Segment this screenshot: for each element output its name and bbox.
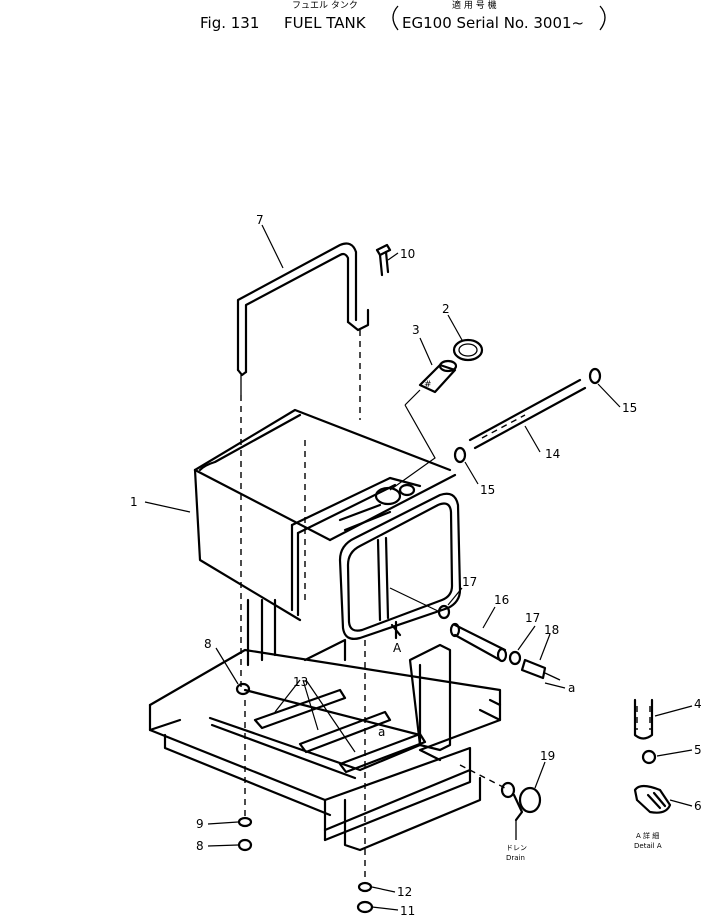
bolt-centerline-left bbox=[240, 395, 246, 820]
nut-upper-8 bbox=[235, 682, 251, 696]
callout-2: 2 bbox=[442, 302, 450, 316]
callout-8-upper: 8 bbox=[204, 637, 212, 651]
callout-12: 12 bbox=[397, 885, 412, 899]
nut-lower-8 bbox=[237, 838, 253, 852]
elbow-fitting bbox=[520, 658, 561, 681]
callout-19: 19 bbox=[540, 749, 555, 763]
detail-a-tube bbox=[633, 698, 654, 740]
callout-3: 3 bbox=[412, 323, 420, 337]
callout-17-left: 17 bbox=[462, 575, 477, 589]
connection-a-right: a bbox=[568, 681, 575, 695]
drain-valve bbox=[500, 781, 542, 840]
callout-15-upper: 15 bbox=[622, 401, 637, 415]
callout-6: 6 bbox=[694, 799, 702, 813]
header-jp-applicable: 適 用 号 機 bbox=[452, 0, 497, 11]
callout-14: 14 bbox=[545, 447, 560, 461]
callout-8-lower: 8 bbox=[196, 839, 204, 853]
drain-hose bbox=[449, 622, 508, 663]
bolt-centerline-right bbox=[359, 330, 366, 880]
hose-clamp-upper bbox=[588, 367, 602, 385]
bolt bbox=[375, 243, 392, 277]
callout-16: 16 bbox=[494, 593, 509, 607]
nut-11 bbox=[356, 900, 374, 914]
washer-9 bbox=[237, 816, 253, 828]
figure-number: Fig. 131 bbox=[200, 14, 259, 32]
detail-a-ball bbox=[641, 749, 657, 765]
figure-title: FUEL TANK bbox=[284, 14, 367, 32]
callout-15-lower: 15 bbox=[480, 483, 495, 497]
callout-18: 18 bbox=[544, 623, 559, 637]
drain-label-jp: ドレン bbox=[506, 844, 527, 852]
leader-lines bbox=[144, 224, 693, 911]
svg-text:#: # bbox=[424, 380, 432, 390]
filler-cap bbox=[452, 338, 484, 362]
clamp-17a bbox=[437, 604, 451, 620]
valve-centerline bbox=[459, 764, 506, 789]
strap bbox=[236, 242, 370, 395]
callout-11: 11 bbox=[400, 904, 415, 918]
fuel-tank bbox=[193, 408, 462, 640]
callout-17-right: 17 bbox=[525, 611, 540, 625]
detail-a-label-jp: A 詳 細 bbox=[636, 831, 659, 840]
view-a-label: A bbox=[393, 641, 402, 655]
callout-7: 7 bbox=[256, 213, 264, 227]
strainer: # bbox=[418, 359, 458, 394]
base-frame bbox=[148, 598, 502, 852]
view-arrow-a bbox=[390, 620, 402, 640]
callout-1: 1 bbox=[130, 495, 138, 509]
callout-9: 9 bbox=[196, 817, 204, 831]
connection-a-frame: a bbox=[378, 725, 385, 739]
clamp-17b bbox=[508, 650, 522, 666]
callout-4: 4 bbox=[694, 697, 702, 711]
callout-5: 5 bbox=[694, 743, 702, 757]
washer-12 bbox=[357, 881, 373, 893]
hose-clamp-lower bbox=[453, 446, 467, 464]
fuel-hose bbox=[468, 378, 587, 450]
header-jp-title: フュエル タンク bbox=[292, 0, 358, 11]
callout-13: 13 bbox=[293, 675, 308, 689]
callout-10: 10 bbox=[400, 247, 415, 261]
detail-a-label-en: Detail A bbox=[634, 842, 662, 850]
left-paren bbox=[392, 5, 399, 31]
detail-a-clip bbox=[633, 784, 672, 814]
drain-label-en: Drain bbox=[506, 854, 525, 862]
right-paren bbox=[599, 5, 606, 31]
serial-range: EG100 Serial No. 3001~ bbox=[402, 14, 584, 32]
